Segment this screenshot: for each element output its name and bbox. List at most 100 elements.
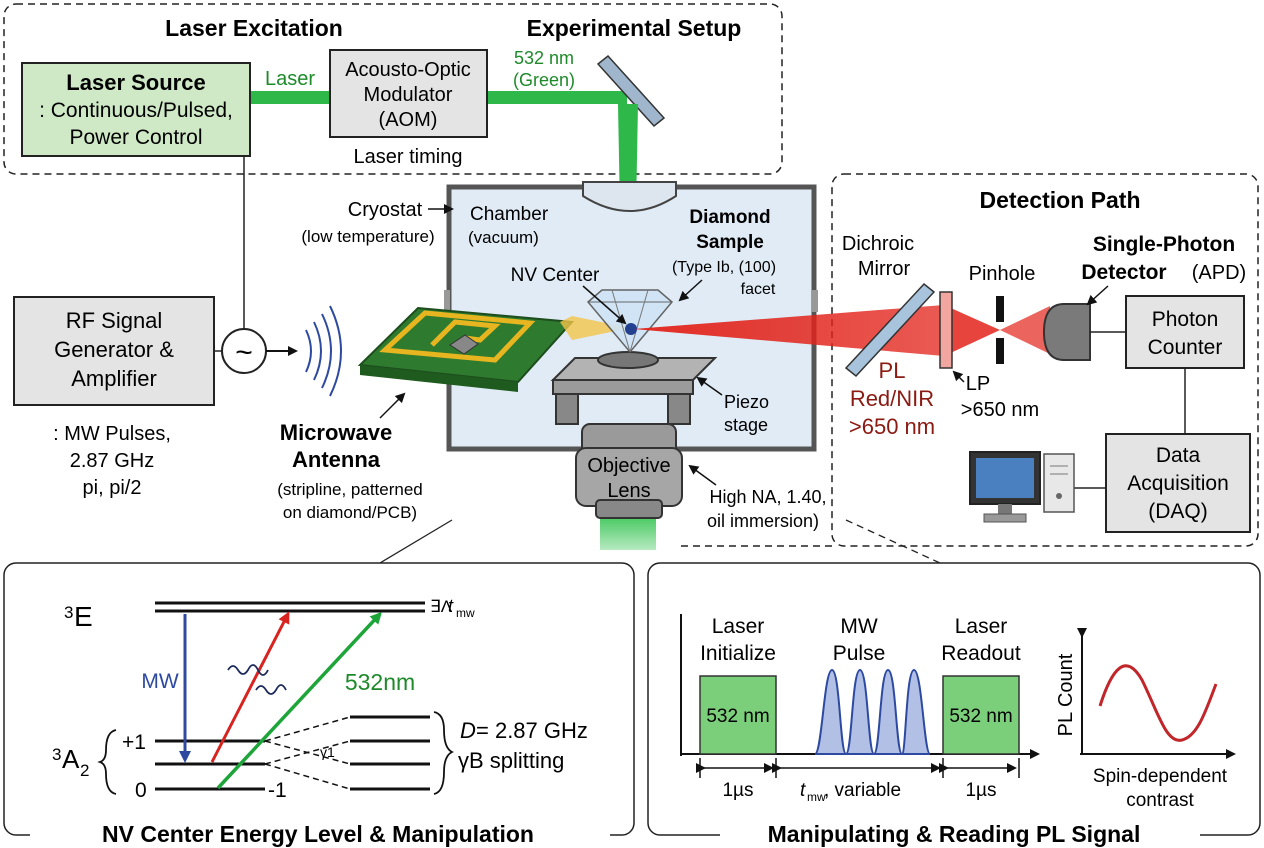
cryostat-sublabel: (low temperature) bbox=[301, 227, 434, 246]
piezo-stage: Piezo stage bbox=[550, 351, 769, 435]
lp-filter bbox=[939, 291, 953, 369]
wavelength-label-2: (Green) bbox=[513, 70, 575, 90]
pinhole-bottom bbox=[996, 338, 1004, 364]
energy-panel-title: NV Center Energy Level & Manipulation bbox=[102, 821, 534, 847]
laser-init-pulse bbox=[699, 675, 777, 755]
diamond-sublabel-2: facet bbox=[741, 281, 776, 298]
mw-pulse-label-1: MW bbox=[840, 615, 877, 638]
rf-note-1: : MW Pulses, bbox=[53, 423, 171, 445]
tmw-sub: mw bbox=[456, 606, 475, 620]
objective-note-2: oil immersion) bbox=[707, 511, 819, 531]
objective-pointer bbox=[688, 464, 717, 486]
duration-tmw-sub: mw bbox=[807, 790, 826, 804]
wavelength-label-1: 532 nm bbox=[514, 48, 574, 68]
rf-generator-box: RF Signal Generator & Amplifier bbox=[13, 296, 215, 406]
antenna-sub-1: (stripline, patterned bbox=[277, 480, 423, 499]
antenna-title-1: Microwave bbox=[280, 420, 393, 445]
zoom-line-left bbox=[379, 519, 453, 564]
d-value: = 2.87 GHz bbox=[476, 718, 588, 743]
pl-count-label: PL Count bbox=[1055, 653, 1077, 736]
laser-init-box-label: 532 nm bbox=[706, 706, 769, 727]
wavy-photon-icon bbox=[227, 664, 287, 695]
excited-main: E bbox=[74, 601, 93, 632]
pinhole-top bbox=[996, 296, 1004, 322]
rf-note-3: pi, pi/2 bbox=[83, 477, 142, 499]
rf-line1: RF Signal bbox=[66, 308, 163, 333]
excited-sup: 3 bbox=[64, 603, 73, 622]
dichroic-label-2: Mirror bbox=[858, 258, 911, 280]
dichroic-label-1: Dichroic bbox=[842, 233, 914, 255]
diamond-label-1: Diamond bbox=[689, 207, 770, 228]
aom-caption: Laser timing bbox=[354, 146, 463, 168]
piezo-label-2: stage bbox=[724, 415, 768, 435]
apd-detector bbox=[1042, 303, 1091, 361]
d-label: D bbox=[460, 718, 476, 743]
splitting-label: γB splitting bbox=[458, 748, 564, 773]
mw-pulse-train bbox=[814, 668, 931, 756]
splitting-brace bbox=[433, 711, 455, 795]
rf-source-glyph: ~ bbox=[235, 336, 253, 369]
ground-sub: 2 bbox=[80, 761, 89, 780]
aom-line3: (AOM) bbox=[379, 109, 438, 131]
counter-label-2: Counter bbox=[1148, 336, 1223, 359]
duration-markers bbox=[696, 758, 1020, 778]
energy-level-panel: NV Center Energy Level & Manipulation bbox=[3, 562, 635, 848]
laser-readout-label-1: Laser bbox=[955, 615, 1008, 638]
microwave-waves bbox=[305, 305, 342, 397]
level-minus1-label: -1 bbox=[268, 779, 287, 802]
duration-tmw-t: t bbox=[800, 780, 806, 801]
objective-note-1: High NA, 1.40, bbox=[709, 487, 826, 507]
lp-pointer bbox=[952, 370, 965, 383]
piezo-label-1: Piezo bbox=[724, 392, 769, 412]
counter-label-1: Photon bbox=[1152, 308, 1219, 331]
mw-transition-label: MW bbox=[141, 670, 178, 693]
laser-beam-segment-1 bbox=[249, 91, 331, 104]
aom-line1: Acousto-Optic bbox=[345, 59, 471, 81]
objective-label-2: Lens bbox=[607, 480, 650, 502]
diamond-sublabel-1: (Type Ib, (100) bbox=[672, 259, 776, 276]
rf-line3: Amplifier bbox=[71, 366, 157, 391]
laser-readout-pulse bbox=[942, 675, 1020, 755]
green-transition-arrow bbox=[216, 611, 383, 790]
spd-label-2: Detector bbox=[1081, 261, 1166, 284]
antenna-title-2: Antenna bbox=[292, 447, 381, 472]
level-0-label: 0 bbox=[135, 779, 147, 802]
laser-source-line2: Power Control bbox=[69, 126, 202, 149]
experimental-setup-title: Experimental Setup bbox=[527, 15, 742, 41]
pl-label-3: >650 nm bbox=[849, 414, 935, 439]
pinhole-label: Pinhole bbox=[969, 263, 1036, 285]
nv-center-label: NV Center bbox=[511, 265, 600, 286]
laser-init-label-2: Initialize bbox=[700, 642, 776, 665]
ground-main: A bbox=[62, 744, 80, 774]
objective-lens: Objective Lens bbox=[575, 423, 683, 519]
green-transition-label: 532nm bbox=[345, 669, 415, 695]
daq-box: Data Acquisition (DAQ) bbox=[1105, 433, 1251, 533]
ground-brace bbox=[97, 729, 117, 795]
rf-note-2: 2.87 GHz bbox=[70, 450, 154, 472]
chamber-sublabel: (vacuum) bbox=[468, 228, 539, 247]
laser-excitation-title: Laser Excitation bbox=[165, 15, 343, 41]
diamond-label-2: Sample bbox=[696, 232, 764, 253]
pl-beam-3 bbox=[1000, 306, 1050, 354]
laser-source-line1: : Continuous/Pulsed, bbox=[39, 99, 233, 122]
duration-2: 1µs bbox=[965, 780, 996, 801]
nv-center-pointer bbox=[582, 285, 627, 325]
duration-tmw-rest: , variable bbox=[824, 780, 901, 801]
pl-beam-1 bbox=[634, 305, 944, 356]
computer-icon bbox=[969, 451, 1075, 523]
spd-label-3: (APD) bbox=[1192, 262, 1246, 284]
splitting-dashes bbox=[264, 716, 351, 790]
detection-path-title: Detection Path bbox=[979, 187, 1140, 213]
diamond-pointer bbox=[678, 279, 703, 302]
rf-line2: Generator & bbox=[54, 337, 174, 362]
laser-excitation-panel: Laser Excitation Experimental Setup bbox=[3, 3, 783, 175]
microwave-antenna-pcb bbox=[357, 306, 630, 392]
rf-source-symbol: ~ bbox=[221, 328, 267, 374]
daq-label-1: Data bbox=[1156, 444, 1201, 467]
pl-label-2: Red/NIR bbox=[850, 386, 934, 411]
laser-readout-label-2: Readout bbox=[941, 642, 1021, 665]
level-plus1-label: +1 bbox=[122, 731, 146, 754]
ground-sup: 3 bbox=[52, 745, 61, 764]
spd-pointer bbox=[1086, 285, 1109, 306]
